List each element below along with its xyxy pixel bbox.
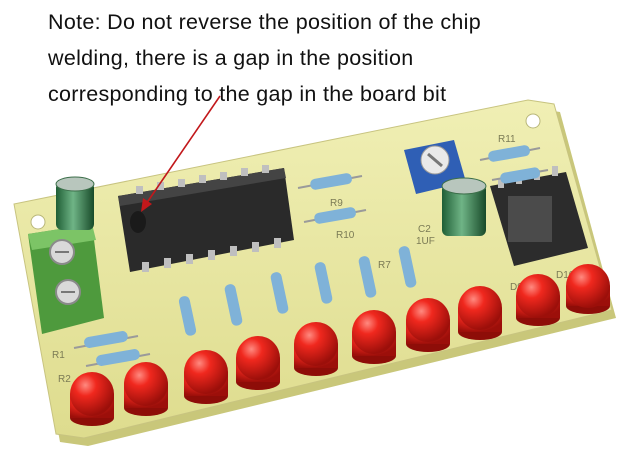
notch-arrow [141,95,221,212]
note-line-2: welding, there is a gap in the position [48,46,414,70]
led-5 [294,322,338,376]
resistor-vertical-4 [314,262,333,304]
led-3 [184,350,228,404]
note-line-1: Note: Do not reverse the position of the… [48,10,481,34]
led-4 [236,336,280,390]
label-d10: D10 [556,270,575,281]
resistor-vertical-2 [224,284,243,326]
label-cap-value: 1UF [416,236,435,247]
label-r11: R11 [498,134,516,145]
led-6 [352,310,396,364]
resistor-r11b [491,167,549,184]
led-8 [458,286,502,340]
ic-pins-top [136,165,269,194]
label-d9: D9 [510,282,523,293]
led-2 [124,362,168,416]
led-9 [516,274,560,326]
led-10 [566,264,610,314]
resistor-r2 [85,349,151,367]
resistor-vertical-6 [398,246,417,288]
label-c2: C2 [418,224,431,235]
mount-hole-left [30,214,46,230]
resistor-r1 [73,331,139,349]
silkscreen-labels: R1 R2 R9 R10 R11 C2 1UF R7 D9 D10 [52,134,575,385]
resistor-r9a [297,173,363,190]
led-7 [406,298,450,352]
label-r10: R10 [336,230,355,241]
resistor-r10 [303,207,367,224]
electrolytic-capacitor-left [55,176,95,230]
ic-chip-main [118,165,294,272]
ic-notch [130,211,146,233]
ic-chip-right [490,166,588,266]
ic-pins-bottom [142,238,281,272]
resistors [73,145,549,367]
resistor-vertical-1 [178,296,197,336]
resistor-vertical-3 [270,272,289,314]
screw-terminal [28,224,104,334]
led-1 [70,372,114,426]
resistor-vertical-5 [358,256,377,298]
leds [70,264,610,426]
note-line-3: corresponding to the gap in the board bi… [48,82,447,106]
label-r7: R7 [378,260,391,271]
label-r2: R2 [58,374,71,385]
label-r1: R1 [52,350,65,361]
resistor-r11 [479,145,541,162]
chip-orientation-note: Note: Do not reverse the position of the… [48,4,628,112]
label-r9: R9 [330,198,343,209]
electrolytic-capacitor-right [441,177,487,236]
mount-hole-right [525,113,541,129]
